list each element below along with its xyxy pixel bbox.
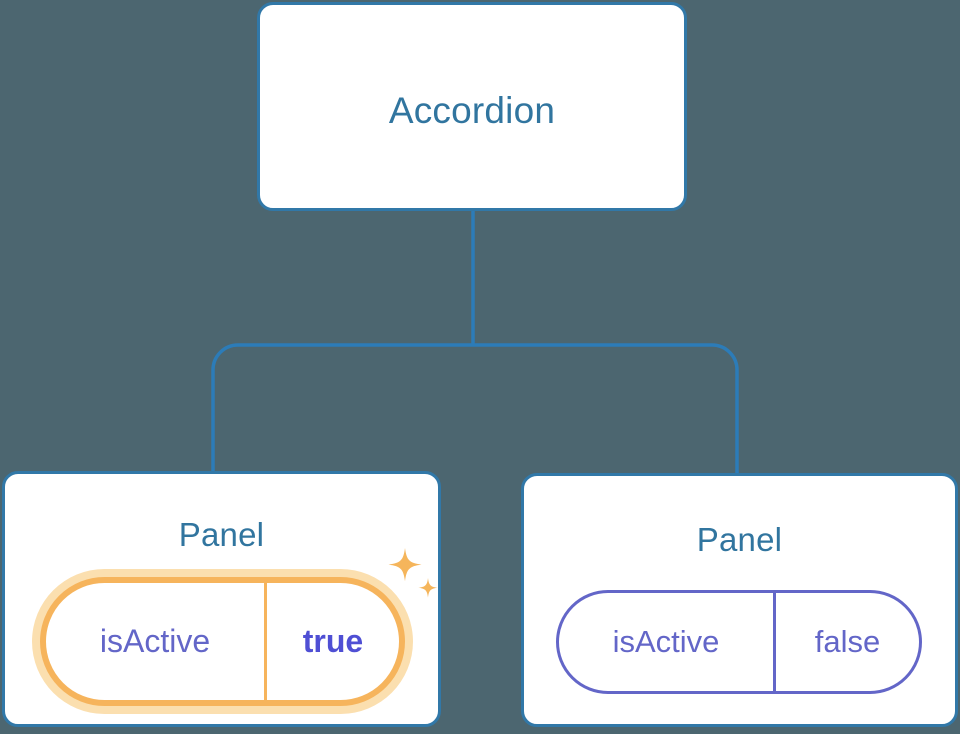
node-panel-active-title: Panel	[178, 516, 265, 553]
node-accordion-title: Accordion	[388, 90, 556, 131]
prop-key: isActive	[612, 624, 720, 659]
prop-value: false	[773, 593, 919, 691]
prop-pill-isactive-true[interactable]: isActive true	[40, 577, 405, 706]
node-accordion[interactable]: Accordion	[257, 2, 687, 211]
node-panel-inactive-title: Panel	[696, 521, 783, 558]
prop-value: true	[264, 583, 399, 700]
edge-branch-left	[211, 343, 473, 473]
edge-branch-right	[473, 343, 739, 475]
prop-key: isActive	[99, 623, 211, 659]
prop-pill-isactive-false[interactable]: isActive false	[556, 590, 922, 694]
